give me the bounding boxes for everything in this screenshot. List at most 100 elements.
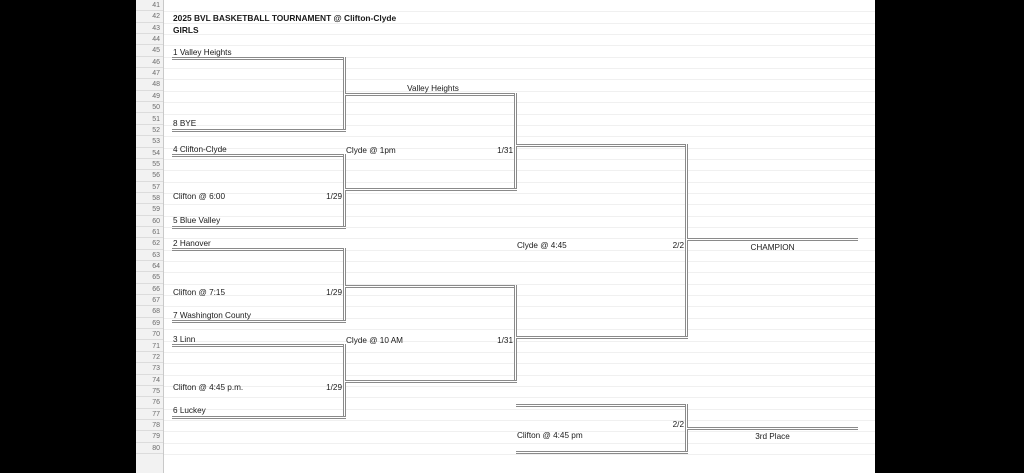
game-date-r2-g2: 1/31 bbox=[497, 336, 513, 345]
row-header-75[interactable]: 75 bbox=[136, 385, 163, 398]
row-header-70[interactable]: 70 bbox=[136, 329, 163, 341]
row-header-65[interactable]: 65 bbox=[136, 272, 163, 284]
row-header-73[interactable]: 73 bbox=[136, 363, 163, 375]
row-header-61[interactable]: 61 bbox=[136, 227, 163, 239]
row-header-45[interactable]: 45 bbox=[136, 45, 163, 57]
r2-upper-winner: Valley Heights bbox=[407, 84, 459, 93]
third-place-label: 3rd Place bbox=[755, 432, 790, 441]
bracket-line-r1-g1-top bbox=[172, 57, 346, 60]
game-date-consolation: 2/2 bbox=[672, 420, 684, 429]
game-label-r1-g2: Clifton @ 6:00 bbox=[173, 192, 226, 201]
row-header-47[interactable]: 47 bbox=[136, 68, 163, 80]
team-seed-8: 8 BYE bbox=[173, 119, 197, 128]
row-header-71[interactable]: 71 bbox=[136, 340, 163, 352]
row-header-67[interactable]: 67 bbox=[136, 295, 163, 307]
row-header-66[interactable]: 66 bbox=[136, 283, 163, 296]
row-header-48[interactable]: 48 bbox=[136, 79, 163, 91]
row-header-49[interactable]: 49 bbox=[136, 90, 163, 103]
row-header-80[interactable]: 80 bbox=[136, 442, 163, 454]
row-header-76[interactable]: 76 bbox=[136, 397, 163, 409]
game-date-r2-g1: 1/31 bbox=[497, 146, 513, 155]
gridline-row-63 bbox=[164, 261, 875, 263]
team-seed-4: 4 Clifton-Clyde bbox=[173, 145, 227, 154]
tournament-title: 2025 BVL BASKETBALL TOURNAMENT @ Clifton… bbox=[173, 13, 397, 23]
gridline-row-54 bbox=[164, 158, 875, 160]
gridline-row-51 bbox=[164, 124, 875, 126]
row-header-50[interactable]: 50 bbox=[136, 102, 163, 114]
row-header-44[interactable]: 44 bbox=[136, 34, 163, 46]
gridline-row-75 bbox=[164, 397, 875, 399]
bracket-line-r1-g3-bottom bbox=[172, 320, 346, 323]
game-date-r1-g2: 1/29 bbox=[326, 192, 342, 201]
row-header-43[interactable]: 43 bbox=[136, 22, 163, 35]
gridline-row-74 bbox=[164, 385, 875, 387]
bracket-line-r1-g3-top bbox=[172, 248, 346, 251]
row-header-46[interactable]: 46 bbox=[136, 56, 163, 69]
row-header-58[interactable]: 58 bbox=[136, 192, 163, 205]
row-header-52[interactable]: 52 bbox=[136, 124, 163, 137]
gridline-row-80 bbox=[164, 454, 875, 455]
gridline-row-46 bbox=[164, 68, 875, 70]
row-header-60[interactable]: 60 bbox=[136, 215, 163, 227]
bracket-line-r2-g2-right bbox=[514, 285, 517, 383]
row-header-78[interactable]: 78 bbox=[136, 419, 163, 432]
row-header-63[interactable]: 63 bbox=[136, 249, 163, 262]
gridline-row-69 bbox=[164, 329, 875, 331]
game-date-r1-g3: 1/29 bbox=[326, 288, 342, 297]
gridline-row-76 bbox=[164, 408, 875, 410]
gridline-row-67 bbox=[164, 306, 875, 308]
game-date-championship: 2/2 bbox=[672, 241, 684, 250]
gridline-row-52 bbox=[164, 136, 875, 138]
gridline-row-47 bbox=[164, 79, 875, 81]
row-header-57[interactable]: 57 bbox=[136, 181, 163, 193]
row-header-55[interactable]: 55 bbox=[136, 158, 163, 171]
team-seed-2: 2 Hanover bbox=[173, 239, 211, 248]
gridline-row-72 bbox=[164, 363, 875, 365]
gridline-row-45 bbox=[164, 56, 875, 58]
row-header-69[interactable]: 69 bbox=[136, 317, 163, 330]
row-header-59[interactable]: 59 bbox=[136, 204, 163, 216]
gridline-row-66 bbox=[164, 295, 875, 297]
row-header-62[interactable]: 62 bbox=[136, 238, 163, 250]
team-seed-7: 7 Washington County bbox=[173, 311, 251, 320]
gridline-row-50 bbox=[164, 113, 875, 115]
gridline-row-53 bbox=[164, 147, 875, 149]
bracket-line-r3-bottom bbox=[516, 336, 688, 339]
gridline-row-55 bbox=[164, 170, 875, 172]
gridline-row-64 bbox=[164, 272, 875, 274]
gridline-row-43 bbox=[164, 34, 875, 36]
bracket-line-consolation-top bbox=[516, 404, 688, 407]
bracket-line-r2-g2-top bbox=[345, 285, 517, 288]
row-header-77[interactable]: 77 bbox=[136, 408, 163, 420]
gridline-row-78 bbox=[164, 431, 875, 433]
row-header-68[interactable]: 68 bbox=[136, 306, 163, 318]
gridline-row-44 bbox=[164, 45, 875, 47]
gridline-row-41 bbox=[164, 11, 875, 13]
row-header-64[interactable]: 64 bbox=[136, 261, 163, 273]
row-header-56[interactable]: 56 bbox=[136, 170, 163, 182]
champion-label: CHAMPION bbox=[750, 243, 795, 252]
bracket-line-r2-g1-bottom bbox=[345, 188, 517, 191]
row-header-42[interactable]: 42 bbox=[136, 11, 163, 23]
gridline-row-79 bbox=[164, 442, 875, 444]
game-label-r2-g1: Clyde @ 1pm bbox=[346, 146, 396, 155]
bracket-line-r1-g2-top bbox=[172, 154, 346, 157]
row-header-72[interactable]: 72 bbox=[136, 351, 163, 364]
row-header-41[interactable]: 41 bbox=[136, 0, 163, 12]
row-header-54[interactable]: 54 bbox=[136, 147, 163, 159]
gridline-row-62 bbox=[164, 249, 875, 251]
gridline-row-59 bbox=[164, 215, 875, 217]
game-label-r2-g2: Clyde @ 10 AM bbox=[346, 336, 404, 345]
gridline-row-61 bbox=[164, 238, 875, 240]
gridline-row-56 bbox=[164, 181, 875, 183]
team-seed-6: 6 Luckey bbox=[173, 406, 206, 415]
row-header-51[interactable]: 51 bbox=[136, 113, 163, 125]
row-header-79[interactable]: 79 bbox=[136, 431, 163, 443]
row-header-74[interactable]: 74 bbox=[136, 374, 163, 386]
row-header-53[interactable]: 53 bbox=[136, 136, 163, 148]
gridline-row-60 bbox=[164, 227, 875, 228]
game-label-championship: Clyde @ 4:45 bbox=[517, 241, 567, 250]
division-label: GIRLS bbox=[173, 25, 199, 35]
